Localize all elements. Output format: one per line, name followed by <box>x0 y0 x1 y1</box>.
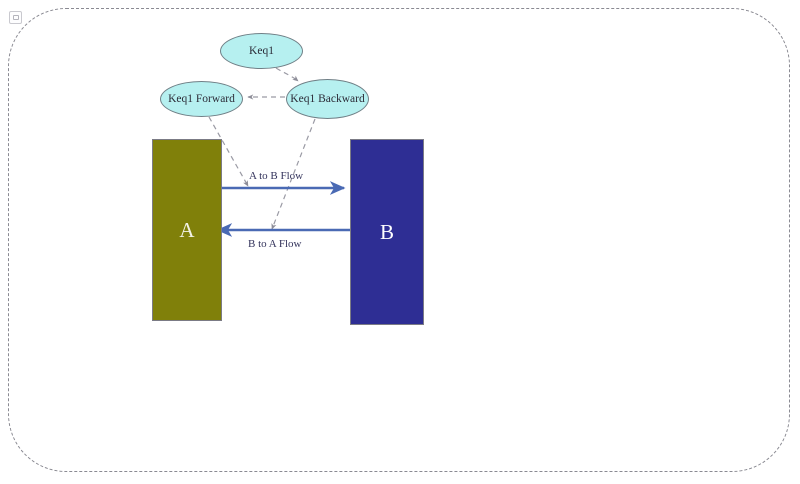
parameter-node-keq1-backward[interactable]: Keq1 Backward <box>286 79 369 119</box>
parameter-node-keq1-label: Keq1 <box>249 44 274 57</box>
compartment-a-label: A <box>179 217 195 242</box>
parameter-node-keq1-backward-label: Keq1 Backward <box>290 92 365 105</box>
window-badge-icon[interactable] <box>9 11 22 24</box>
compartment-b[interactable]: B <box>350 139 424 325</box>
parameter-node-keq1[interactable]: Keq1 <box>220 33 303 69</box>
flow-label-a-to-b: A to B Flow <box>249 170 304 182</box>
compartment-b-label: B <box>379 219 394 244</box>
flow-label-b-to-a: B to A Flow <box>248 238 302 250</box>
badge-glyph <box>12 15 19 20</box>
parameter-node-keq1-forward[interactable]: Keq1 Forward <box>160 81 243 117</box>
model-compartment-boundary[interactable] <box>8 8 790 472</box>
parameter-node-keq1-forward-label: Keq1 Forward <box>168 92 235 105</box>
compartment-a[interactable]: A <box>152 139 222 321</box>
